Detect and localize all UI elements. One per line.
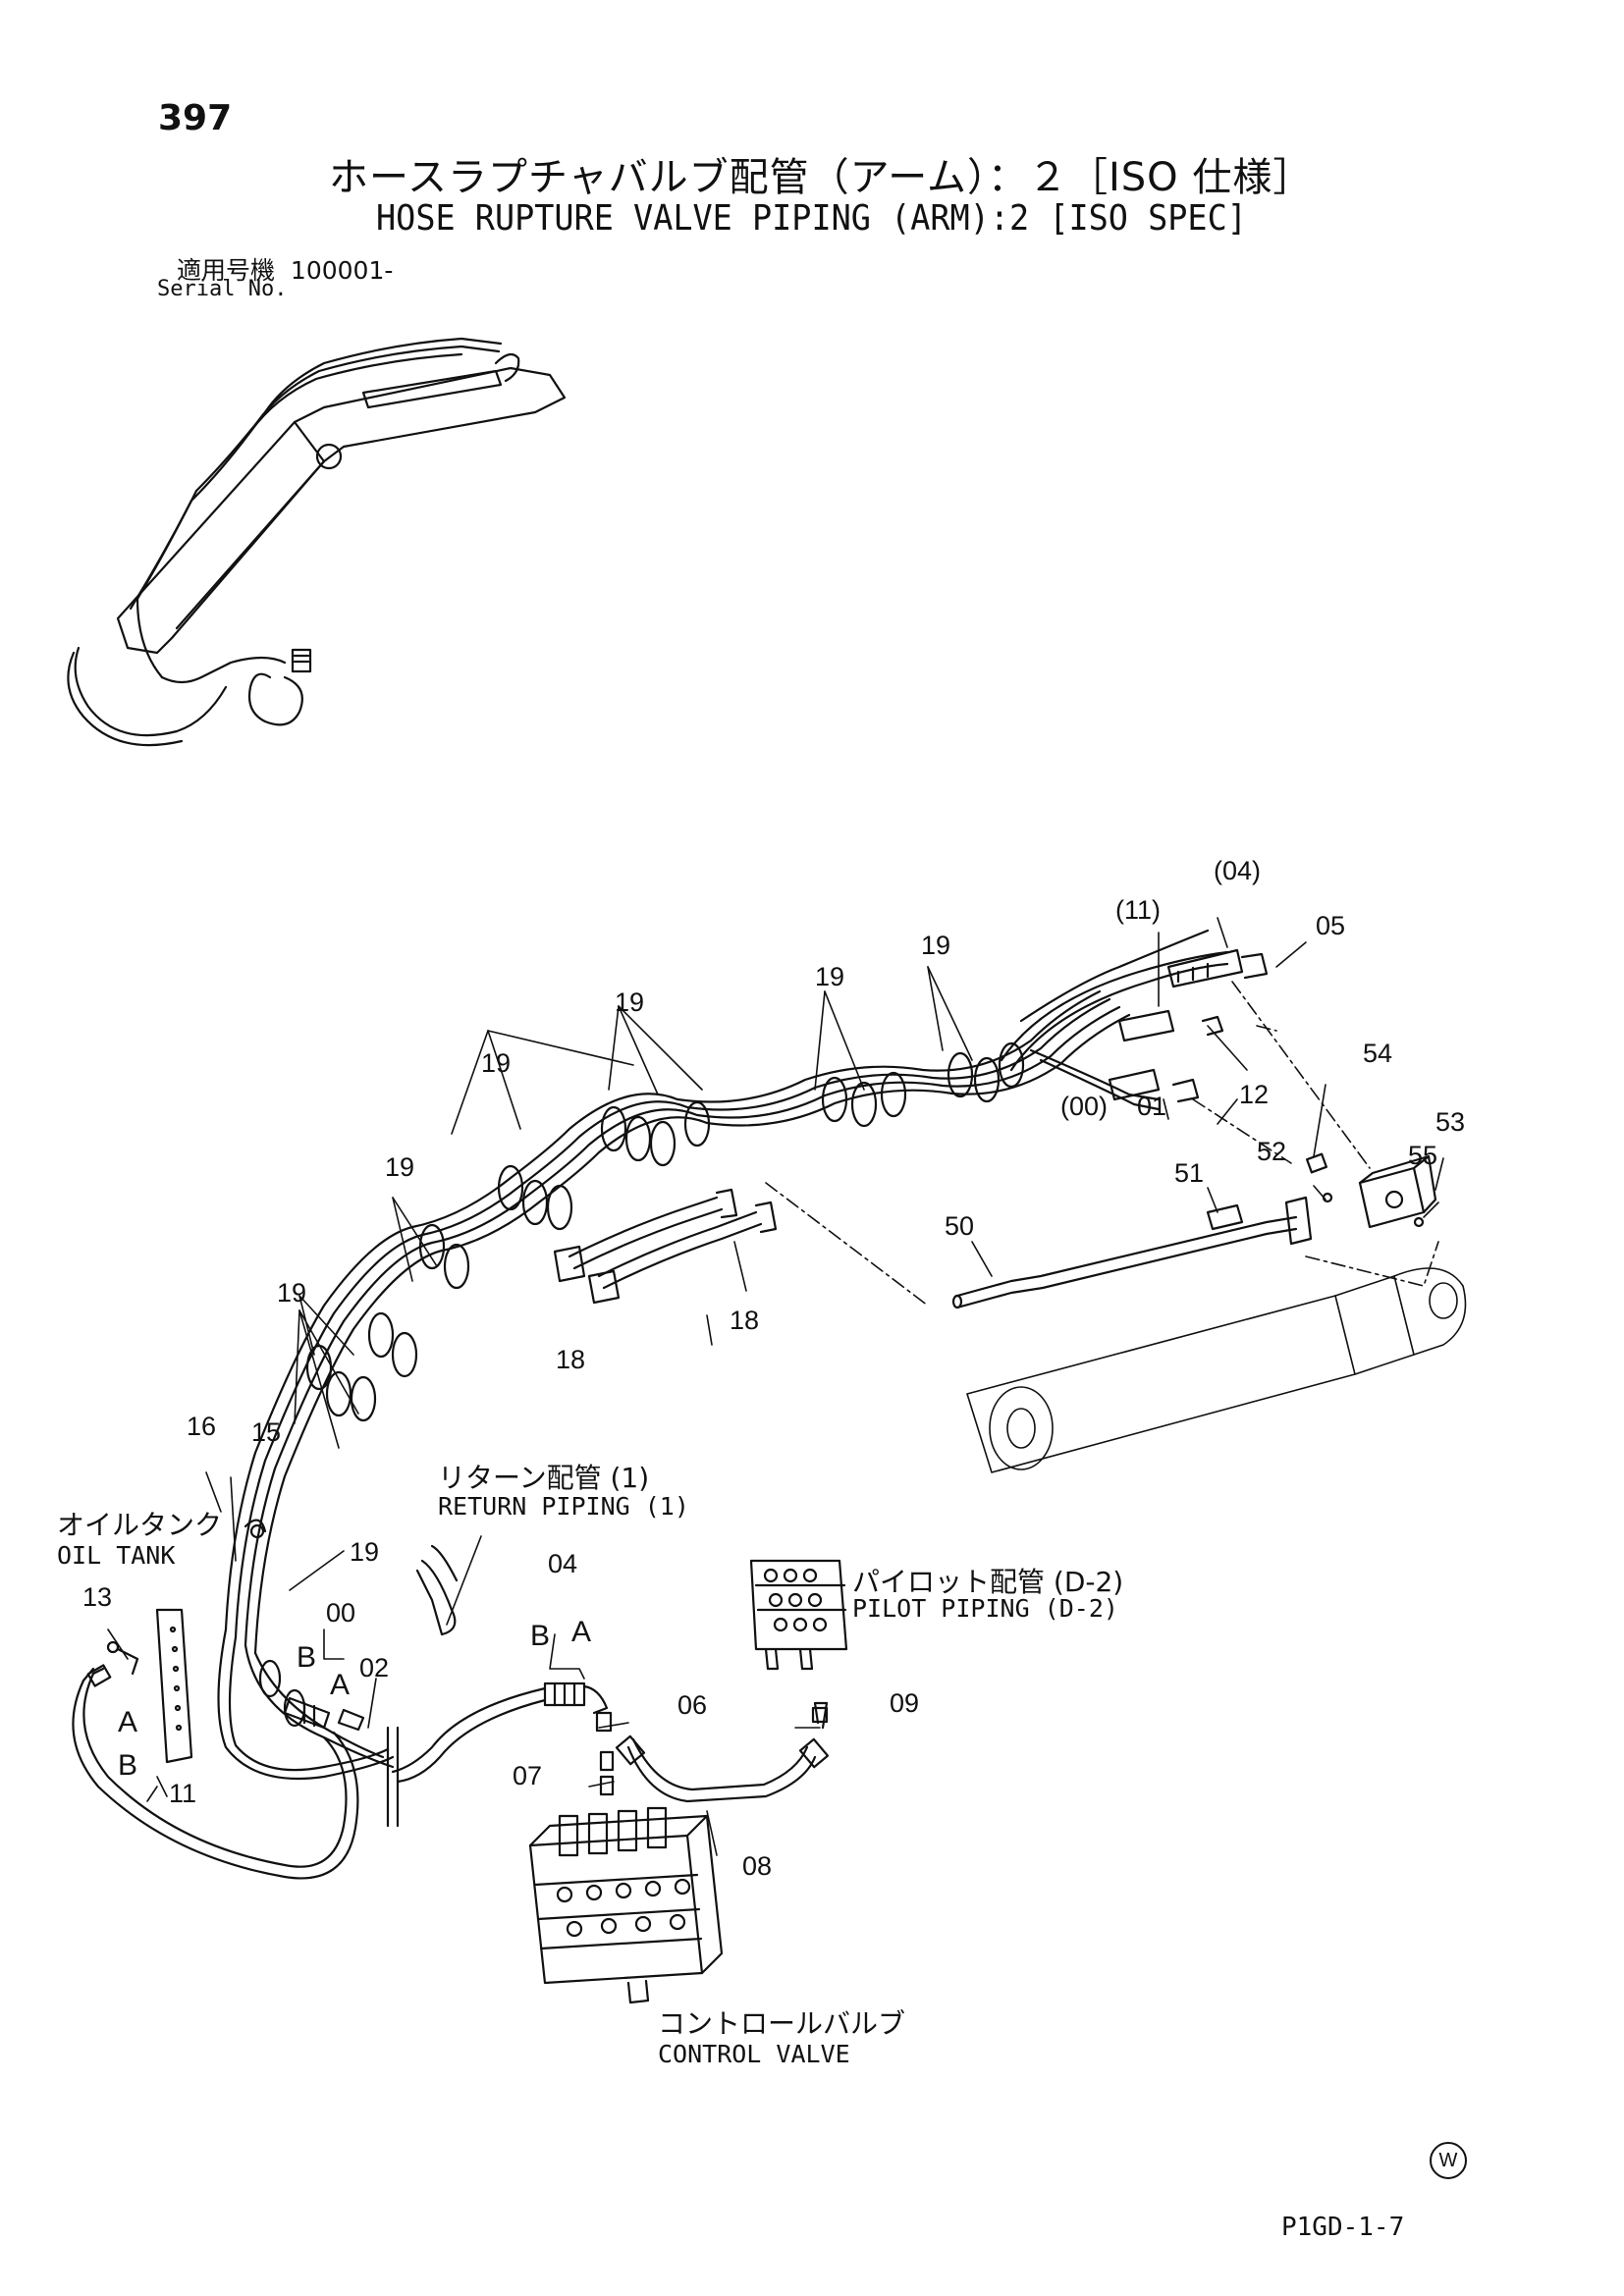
- callout-19-c: 19: [615, 988, 645, 1017]
- control-valve-label-en: CONTROL VALVE: [658, 2040, 850, 2068]
- page-number: 397: [158, 98, 233, 138]
- callout-19-f: 19: [277, 1278, 307, 1308]
- callout-19-d: 19: [481, 1048, 512, 1078]
- hoses-18: [553, 1188, 778, 1305]
- hose-bundle: [217, 929, 1229, 1781]
- title-japanese: ホースラプチャバルブ配管（アーム）：２［ISO 仕様］: [329, 155, 1314, 200]
- pilot-piping-label-jp: パイロット配管 (D-2): [852, 1566, 1124, 1598]
- watermark-symbol: W: [1430, 2142, 1467, 2179]
- arm-cylinder: [966, 1267, 1467, 1473]
- return-piping-label-jp: リターン配管 (1): [438, 1462, 650, 1494]
- callout-01: 01: [1137, 1092, 1167, 1121]
- callout-02: 02: [359, 1653, 390, 1682]
- callout-15: 15: [251, 1417, 282, 1447]
- callout-08: 08: [742, 1851, 773, 1881]
- callout-53: 53: [1435, 1107, 1466, 1137]
- callout-11: 11: [169, 1779, 197, 1808]
- callout-00-paren: (00): [1060, 1092, 1109, 1121]
- callout-19-g: 19: [350, 1537, 380, 1567]
- pipe-50-and-valve: [951, 1152, 1437, 1309]
- callout-18-a: 18: [730, 1306, 760, 1335]
- callout-19-e: 19: [385, 1152, 415, 1182]
- serial-label-japanese: 適用号機 100001-: [177, 251, 393, 287]
- serial-label-english: Serial No.: [157, 277, 288, 301]
- return-piping: [386, 1544, 459, 1828]
- leader-lines: [107, 917, 1444, 1856]
- callout-04-paren: (04): [1214, 856, 1262, 885]
- callout-00: 00: [326, 1598, 356, 1628]
- callout-51: 51: [1174, 1158, 1205, 1188]
- callout-09: 09: [890, 1688, 920, 1718]
- callout-B-11: B: [118, 1749, 138, 1782]
- oil-tank-area: [72, 1519, 365, 1880]
- callout-13: 13: [82, 1582, 113, 1612]
- phantom-lines: [765, 981, 1439, 1307]
- callout-06: 06: [677, 1690, 708, 1720]
- callout-04: 04: [548, 1549, 578, 1578]
- callout-05: 05: [1316, 911, 1346, 940]
- callout-B-00: B: [297, 1641, 317, 1674]
- callout-50: 50: [945, 1211, 975, 1241]
- pilot-valve: [749, 1559, 848, 1671]
- arm-overview-thumbnail: [67, 337, 567, 747]
- oil-tank-label-en: OIL TANK: [57, 1541, 176, 1570]
- title-english: HOSE RUPTURE VALVE PIPING (ARM):2 [ISO S…: [376, 198, 1247, 239]
- callout-19-a: 19: [921, 931, 951, 960]
- serial-label-jp-text: 適用号機: [177, 256, 276, 285]
- upper-fittings: [1108, 948, 1269, 1103]
- hose-08: [615, 1701, 830, 1803]
- callout-54: 54: [1363, 1039, 1393, 1068]
- oil-tank-label-jp: オイルタンク: [57, 1509, 223, 1541]
- callout-19-b: 19: [815, 962, 845, 991]
- callout-12: 12: [1239, 1080, 1270, 1109]
- serial-value: 100001-: [290, 256, 394, 285]
- callout-A-04: A: [571, 1616, 592, 1648]
- callout-55: 55: [1408, 1141, 1438, 1170]
- callout-B-04: B: [530, 1620, 551, 1652]
- callout-11-paren: (11): [1115, 895, 1162, 925]
- callout-52: 52: [1257, 1137, 1287, 1166]
- callout-A-00: A: [330, 1669, 351, 1701]
- control-valve-label-jp: コントロールバルブ: [658, 2007, 906, 2040]
- hose-04: [391, 1682, 615, 1796]
- callout-18-b: 18: [556, 1345, 586, 1374]
- clamps: [258, 1041, 1025, 1728]
- drawing-code: P1GD-1-7: [1281, 2213, 1405, 2242]
- control-valve-block: [528, 1806, 724, 2004]
- return-piping-label-en: RETURN PIPING (1): [438, 1492, 689, 1521]
- callout-07: 07: [513, 1761, 543, 1790]
- pilot-piping-label-en: PILOT PIPING (D-2): [852, 1594, 1118, 1623]
- callout-A-11: A: [118, 1706, 138, 1738]
- callout-16: 16: [187, 1412, 217, 1441]
